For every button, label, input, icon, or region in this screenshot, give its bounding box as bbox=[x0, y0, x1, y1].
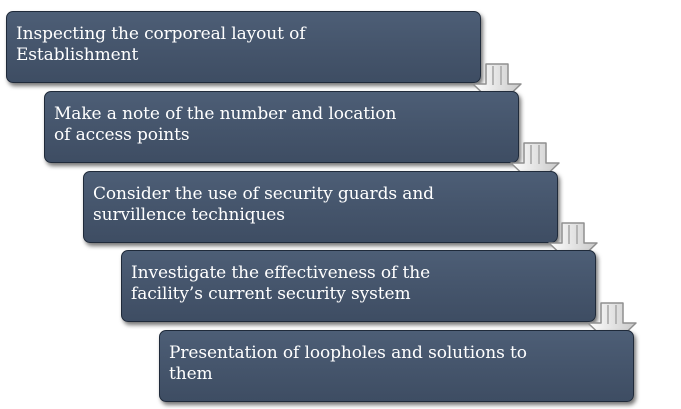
step-box-investigate-system: Investigate the effectiveness of the fac… bbox=[121, 250, 596, 322]
step-box-access-points: Make a note of the number and location o… bbox=[44, 91, 519, 163]
step-label: Consider the use of security guards and … bbox=[93, 184, 434, 225]
step-box-guards-surveillance: Consider the use of security guards and … bbox=[83, 171, 558, 243]
step-label: Make a note of the number and location o… bbox=[54, 104, 397, 145]
step-box-inspect-layout: Inspecting the corporeal layout of Estab… bbox=[6, 11, 481, 83]
step-label: Inspecting the corporeal layout of Estab… bbox=[16, 24, 306, 65]
step-label: Presentation of loopholes and solutions … bbox=[169, 343, 527, 384]
step-box-loopholes-solutions: Presentation of loopholes and solutions … bbox=[159, 330, 634, 402]
step-label: Investigate the effectiveness of the fac… bbox=[131, 263, 431, 304]
